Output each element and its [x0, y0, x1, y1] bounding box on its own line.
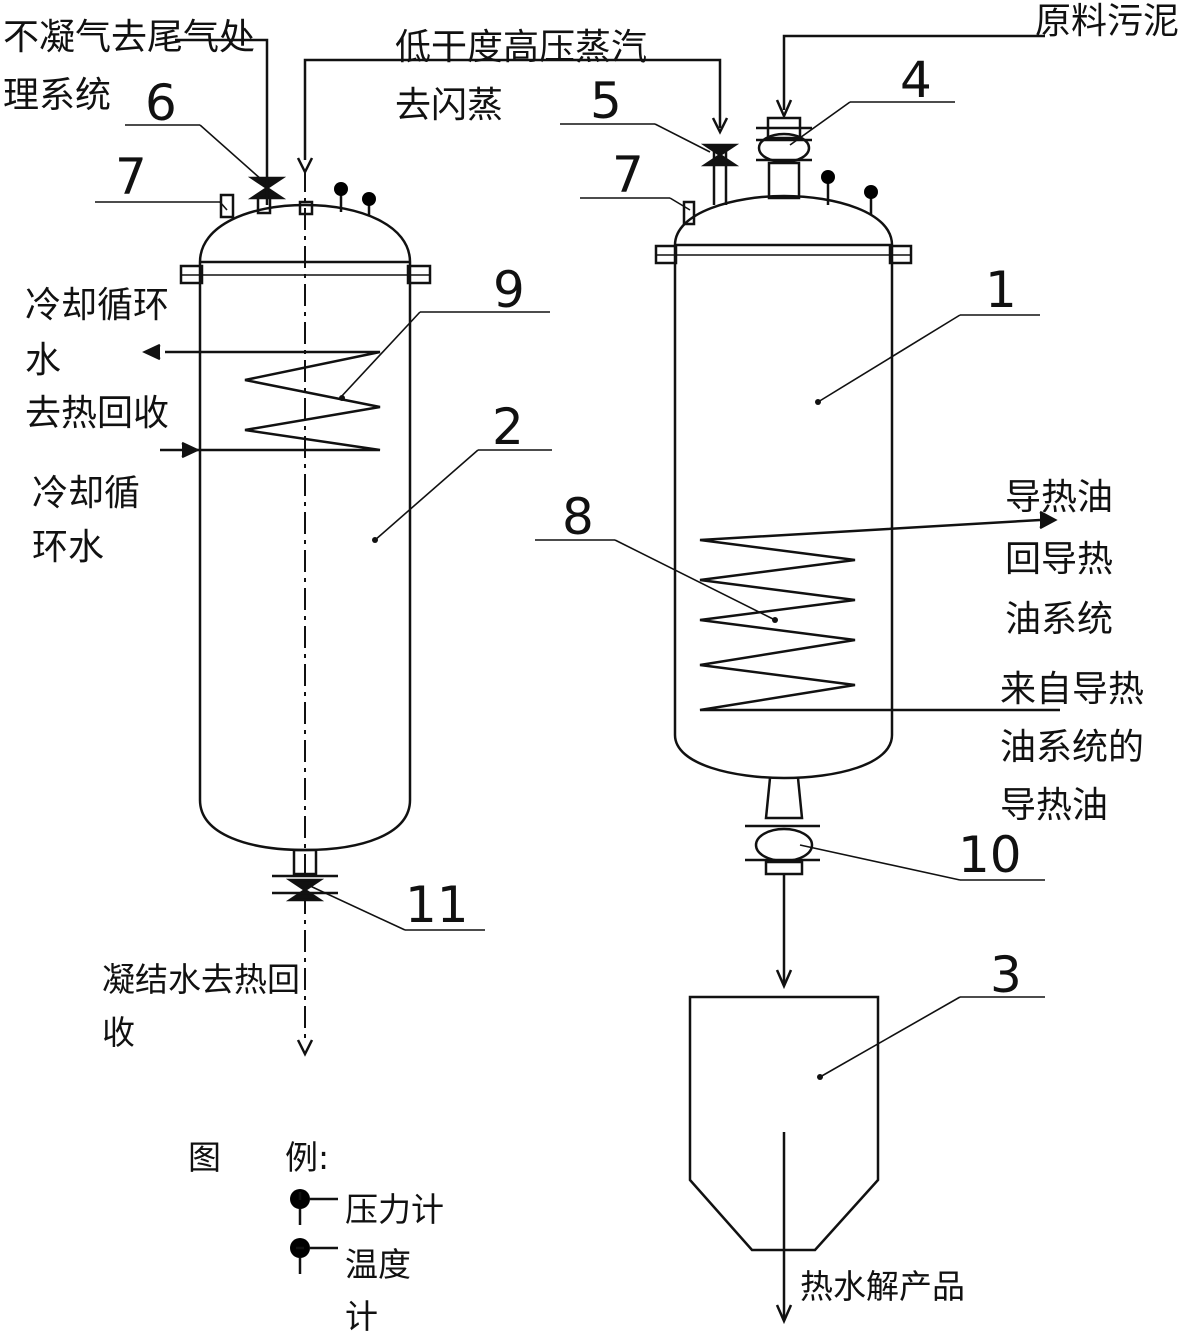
label-raw-sludge: 原料污泥 — [1035, 1, 1180, 42]
noncondensable-gas-line — [175, 38, 269, 178]
legend-pressure-label: 压力计 — [345, 1190, 444, 1229]
legend-title: 图 — [188, 1138, 221, 1177]
feed-valve-4-icon — [756, 116, 812, 164]
label-oil-return-3: 油系统 — [1005, 599, 1114, 640]
callout-5: 5 — [590, 72, 622, 130]
callout-10: 10 — [958, 826, 1022, 884]
label-oil-supply-2: 油系统的 — [1000, 727, 1145, 768]
callout-7-right: 7 — [612, 146, 644, 204]
label-cooling-water-out: 冷却循环 — [25, 285, 170, 326]
label-low-dryness-steam: 低干度高压蒸汽 — [395, 27, 648, 68]
callout-9: 9 — [493, 261, 525, 319]
legend-temperature-label: 温度 — [345, 1245, 411, 1284]
steam-transfer-line — [303, 58, 722, 160]
steam-inlet-arrow — [296, 157, 314, 175]
reactor-top-nozzles — [682, 145, 878, 226]
label-noncondensable-gas: 不凝气去尾气处 — [3, 17, 256, 58]
cooling-coil-9 — [160, 350, 381, 452]
legend-pressure-icon — [290, 1189, 338, 1225]
sludge-feed-line — [782, 34, 1045, 110]
callout-8: 8 — [562, 488, 594, 546]
product-tank — [688, 995, 880, 1252]
label-condensate-2: 收 — [102, 1013, 135, 1052]
label-cooling-water-in: 冷却循 — [32, 473, 141, 514]
label-oil-supply: 来自导热 — [1000, 669, 1145, 710]
label-oil-return-2: 回导热 — [1005, 539, 1114, 580]
callout-6: 6 — [145, 74, 177, 132]
label-oil-return: 导热油 — [1005, 477, 1114, 518]
callout-2: 2 — [492, 398, 524, 456]
callout-1: 1 — [985, 261, 1017, 319]
label-cooling-water-out-3: 去热回收 — [25, 393, 170, 434]
callout-4: 4 — [900, 51, 932, 109]
reactor-vessel — [654, 194, 913, 780]
valve-5-icon — [700, 143, 740, 167]
label-low-dryness-steam-2: 去闪蒸 — [395, 85, 504, 126]
condenser-top-nozzles — [219, 182, 376, 219]
legend-temperature-label-2: 计 — [345, 1297, 378, 1336]
callout-3: 3 — [990, 946, 1022, 1004]
temperature-gauge-icon — [362, 192, 376, 206]
legend-title-2: 例: — [285, 1138, 330, 1177]
pressure-gauge-icon — [334, 182, 348, 196]
legend-temperature-icon — [290, 1238, 338, 1274]
callout-11: 11 — [405, 876, 469, 934]
label-condensate: 凝结水去热回 — [102, 960, 300, 999]
callout-7-left: 7 — [115, 148, 147, 206]
label-noncondensable-gas-2: 理系统 — [3, 75, 112, 116]
discharge-valve-10-icon — [745, 777, 820, 876]
label-cooling-water-in-2: 环水 — [32, 527, 105, 568]
heating-coil-8 — [699, 518, 1060, 712]
condensate-arrow — [296, 1039, 314, 1057]
valve-6-icon — [247, 176, 287, 205]
label-cooling-water-out-2: 水 — [25, 340, 62, 381]
label-oil-supply-3: 导热油 — [1000, 785, 1109, 826]
label-product: 热水解产品 — [800, 1267, 965, 1306]
